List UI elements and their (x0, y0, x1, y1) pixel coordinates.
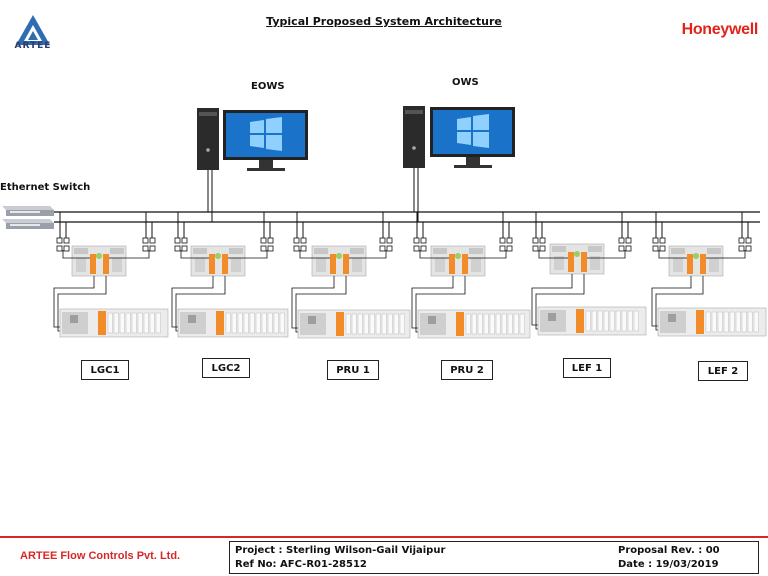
footer-divider (0, 536, 768, 538)
controller-panel (531, 212, 647, 336)
panel-label-pru1: PRU 1 (327, 360, 379, 380)
controller-panel (53, 212, 169, 338)
footer-ref: Ref No: AFC-R01-28512 (235, 559, 367, 570)
controller-panel (171, 212, 289, 338)
footer-revision: Proposal Rev. : 00 (618, 545, 720, 556)
ethernet-switch-label: Ethernet Switch (0, 182, 91, 193)
ows-label: OWS (452, 77, 479, 88)
artee-logo-text: ARTEE (14, 41, 52, 51)
panel-label-lgc2: LGC2 (202, 358, 250, 378)
ethernet-switch-icon (2, 206, 54, 229)
ows-workstation-icon (403, 106, 515, 168)
panel-label-lgc1: LGC1 (81, 360, 129, 380)
panel-label-lef2: LEF 2 (698, 361, 748, 381)
panel-label-pru2: PRU 2 (441, 360, 493, 380)
footer-info-box: Project : Sterling Wilson-Gail Vijaipur … (229, 541, 759, 574)
panel-label-lef1: LEF 1 (563, 358, 611, 378)
eows-label: EOWS (251, 81, 285, 92)
page-title: Typical Proposed System Architecture (266, 15, 502, 28)
controller-panel (411, 212, 531, 339)
footer-company-name: ARTEE Flow Controls Pvt. Ltd. (20, 550, 181, 562)
footer-project: Project : Sterling Wilson-Gail Vijaipur (235, 545, 446, 556)
honeywell-logo: Honeywell (681, 21, 759, 38)
controller-panel (651, 212, 767, 337)
footer-date: Date : 19/03/2019 (618, 559, 719, 570)
artee-logo-icon (16, 15, 50, 45)
controller-panel (291, 212, 411, 339)
eows-workstation-icon (197, 108, 308, 171)
